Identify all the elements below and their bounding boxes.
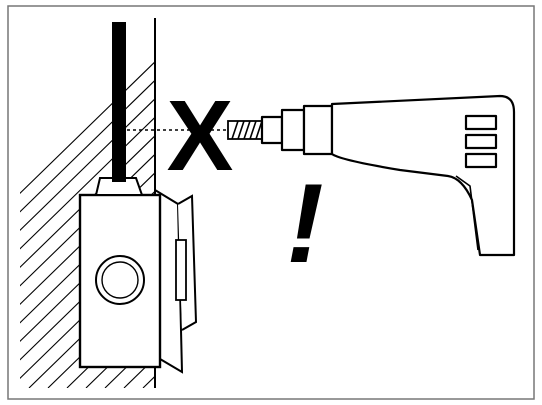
- wall-socket-icon: [78, 177, 198, 374]
- hatch-line: [20, 79, 155, 213]
- hatch-line: [142, 375, 155, 388]
- hatch-line: [20, 116, 155, 250]
- warning-mark: !: [286, 161, 323, 286]
- drill-bit-icon: [227, 120, 265, 140]
- diagram-frame: [7, 5, 535, 400]
- hatch-line: [20, 227, 155, 361]
- hatch-line: [20, 246, 155, 380]
- cable-icon: [112, 22, 126, 182]
- hatch-line: [20, 209, 155, 343]
- hatch-line: [20, 98, 155, 232]
- hatch-line: [20, 61, 155, 195]
- power-drill-icon: [260, 94, 516, 257]
- prohibition-mark: X: [167, 80, 234, 192]
